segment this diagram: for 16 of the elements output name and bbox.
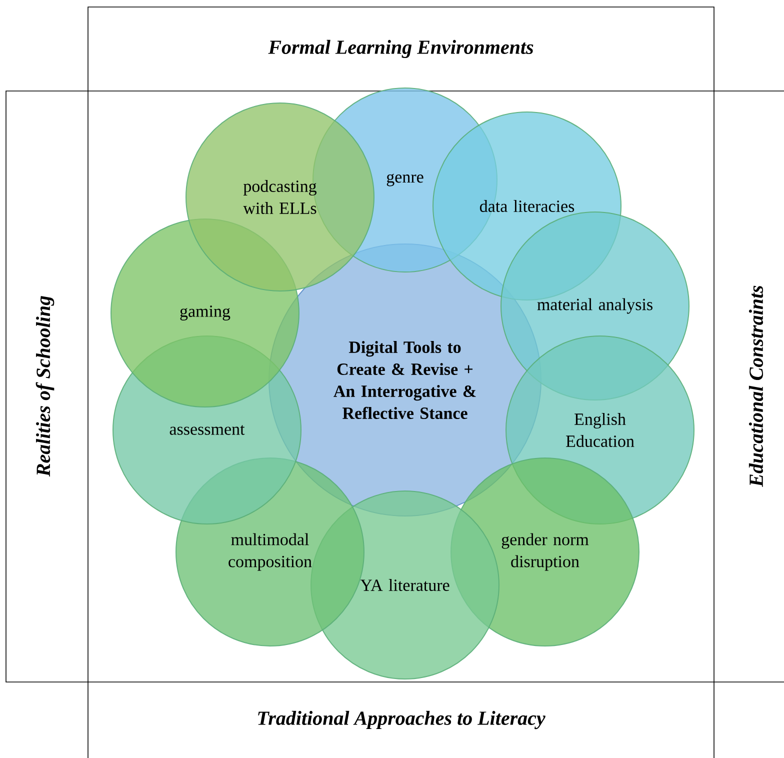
heading: Formal Learning Environments	[268, 40, 534, 58]
circle	[186, 102, 374, 292]
circle-label: multimodal composition	[228, 533, 312, 571]
heading: Traditional Approaches to Literacy	[258, 710, 546, 730]
circle-label: material analysis	[537, 298, 652, 314]
circle-label: assessment	[170, 425, 245, 435]
circle-label: gender norm disruption	[502, 533, 589, 571]
circle-label: English Education	[566, 413, 634, 447]
heading: Educational Constraints	[748, 286, 764, 488]
circle-label: gaming	[180, 306, 230, 320]
circle-label: podcasting with ELLs	[243, 180, 316, 214]
circle-label: Digital Tools to Create & Revise + An Interrogative & Reflective Stance	[334, 341, 476, 419]
circle-label: genre	[386, 174, 424, 186]
circle-label: data literacies	[480, 200, 574, 212]
heading: Realities of Schooling	[36, 296, 54, 477]
circle-label: YA literature	[360, 579, 450, 591]
